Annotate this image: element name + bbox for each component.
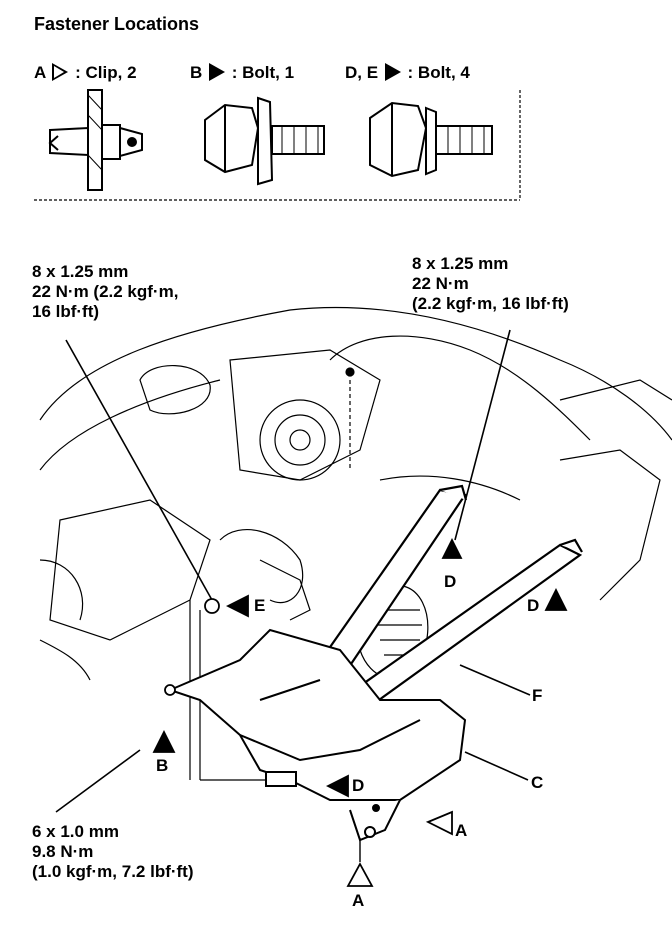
open-triangle-icon <box>52 63 69 81</box>
label-d-right: D <box>527 596 540 615</box>
spec-line: 22 N·m (2.2 kgf·m, <box>32 282 179 301</box>
label-d-bottom: D <box>352 776 365 795</box>
legend-item-clip: A : Clip, 2 <box>34 60 137 83</box>
marker-d-center-triangle <box>441 537 463 559</box>
marker-d-right-triangle <box>544 587 568 611</box>
legend-desc: : Bolt, 4 <box>407 63 470 82</box>
label-c: C <box>531 773 544 792</box>
marker-e-triangle <box>225 594 249 618</box>
legend-item-bolt-de: D, E : Bolt, 4 <box>345 60 470 83</box>
spec-line: 22 N·m <box>412 274 469 293</box>
filled-triangle-icon <box>384 63 401 81</box>
spec-line: 8 x 1.25 mm <box>32 262 129 281</box>
e-bolt-spec: 8 x 1.25 mm 22 N·m (2.2 kgf·m, 16 lbf·ft… <box>32 262 178 322</box>
bolt-de-icon <box>369 101 493 178</box>
label-d-center: D <box>444 572 457 591</box>
b-bolt-spec: 6 x 1.0 mm 9.8 N·m (1.0 kgf·m, 7.2 lbf·f… <box>32 822 194 882</box>
splash-shield-c <box>167 628 467 842</box>
legend-key: D, E <box>345 63 379 82</box>
label-f: F <box>532 686 543 705</box>
legend-box <box>34 90 521 201</box>
bolt-e-head <box>204 598 220 614</box>
fastener-markers <box>152 537 568 887</box>
spec-line: 8 x 1.25 mm <box>412 254 509 273</box>
leader-lines <box>55 329 531 813</box>
bolt-b-icon <box>204 96 325 186</box>
spec-line: 16 lbf·ft) <box>32 302 100 321</box>
spec-line: (2.2 kgf·m, 16 lbf·ft) <box>412 294 569 313</box>
label-a-right: A <box>455 821 468 840</box>
legend-key: A <box>34 63 46 82</box>
diagram-title: Fastener Locations <box>34 14 200 34</box>
d-bolt-spec: 8 x 1.25 mm 22 N·m (2.2 kgf·m, 16 lbf·ft… <box>412 254 569 314</box>
spec-line: (1.0 kgf·m, 7.2 lbf·ft) <box>32 862 194 881</box>
filled-triangle-icon <box>209 63 226 81</box>
label-e: E <box>254 596 266 615</box>
legend-desc: : Clip, 2 <box>75 63 137 82</box>
marker-a-right-triangle <box>425 810 453 836</box>
label-b: B <box>156 756 169 775</box>
clip-icon <box>48 89 143 191</box>
label-a-bottom: A <box>352 891 365 910</box>
legend-key: B <box>190 63 203 82</box>
legend-item-bolt-b: B : Bolt, 1 <box>190 60 294 83</box>
spec-line: 9.8 N·m <box>32 842 94 861</box>
marker-b-triangle <box>152 729 176 753</box>
marker-d-bottom-triangle <box>325 774 349 798</box>
legend-desc: : Bolt, 1 <box>231 63 295 82</box>
spec-line: 6 x 1.0 mm <box>32 822 119 841</box>
marker-a-bottom-triangle <box>346 862 374 887</box>
